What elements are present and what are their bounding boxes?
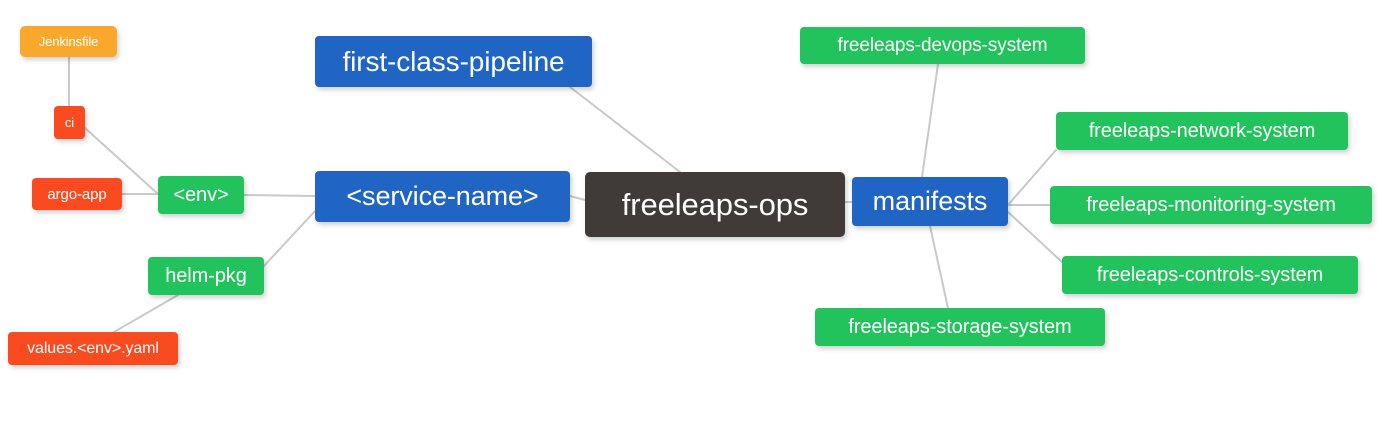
node-env[interactable]: <env> <box>158 176 244 214</box>
edge-env-to-service-name <box>243 194 316 197</box>
node-label-ci: ci <box>64 115 75 130</box>
node-freeleaps-controls-system[interactable]: freeleaps-controls-system <box>1062 256 1358 294</box>
node-label-values-env-yaml: values.<env>.yaml <box>27 339 159 357</box>
node-values-env-yaml[interactable]: values.<env>.yaml <box>8 332 178 365</box>
edge-first-class-pipeline-to-freeleaps-ops <box>569 86 681 173</box>
node-label-env: <env> <box>173 184 229 206</box>
node-jenkinsfile[interactable]: Jenkinsfile <box>20 26 117 57</box>
node-label-argo-app: argo-app <box>47 185 107 203</box>
edge-service-name-to-helm-pkg <box>263 210 316 267</box>
edge-helm-pkg-to-values-env-yaml <box>113 294 179 333</box>
node-label-freeleaps-monitoring-system: freeleaps-monitoring-system <box>1086 194 1336 216</box>
edge-manifests-to-freeleaps-network-system <box>1007 149 1057 206</box>
edge-manifests-to-freeleaps-devops-system <box>921 63 939 178</box>
node-label-jenkinsfile: Jenkinsfile <box>38 34 99 49</box>
node-freeleaps-network-system[interactable]: freeleaps-network-system <box>1056 112 1348 150</box>
node-freeleaps-storage-system[interactable]: freeleaps-storage-system <box>815 308 1105 346</box>
node-label-helm-pkg: helm-pkg <box>165 265 247 287</box>
node-label-first-class-pipeline: first-class-pipeline <box>342 45 565 77</box>
edge-manifests-to-freeleaps-storage-system <box>929 225 949 309</box>
node-label-freeleaps-devops-system: freeleaps-devops-system <box>837 35 1048 56</box>
node-ci[interactable]: ci <box>54 106 85 139</box>
node-label-freeleaps-controls-system: freeleaps-controls-system <box>1096 264 1324 286</box>
edge-service-name-to-freeleaps-ops <box>569 195 586 201</box>
node-first-class-pipeline[interactable]: first-class-pipeline <box>315 36 592 87</box>
node-label-freeleaps-network-system: freeleaps-network-system <box>1088 120 1316 142</box>
node-helm-pkg[interactable]: helm-pkg <box>148 257 264 295</box>
node-freeleaps-monitoring-system[interactable]: freeleaps-monitoring-system <box>1050 186 1372 224</box>
node-label-freeleaps-ops: freeleaps-ops <box>621 187 809 222</box>
node-service-name[interactable]: <service-name> <box>315 171 570 222</box>
node-label-manifests: manifests <box>872 186 988 216</box>
node-freeleaps-devops-system[interactable]: freeleaps-devops-system <box>800 27 1085 64</box>
node-label-service-name: <service-name> <box>346 181 539 211</box>
node-label-freeleaps-storage-system: freeleaps-storage-system <box>848 316 1072 338</box>
node-freeleaps-ops[interactable]: freeleaps-ops <box>585 172 845 237</box>
node-argo-app[interactable]: argo-app <box>32 178 122 210</box>
node-manifests[interactable]: manifests <box>852 177 1008 226</box>
